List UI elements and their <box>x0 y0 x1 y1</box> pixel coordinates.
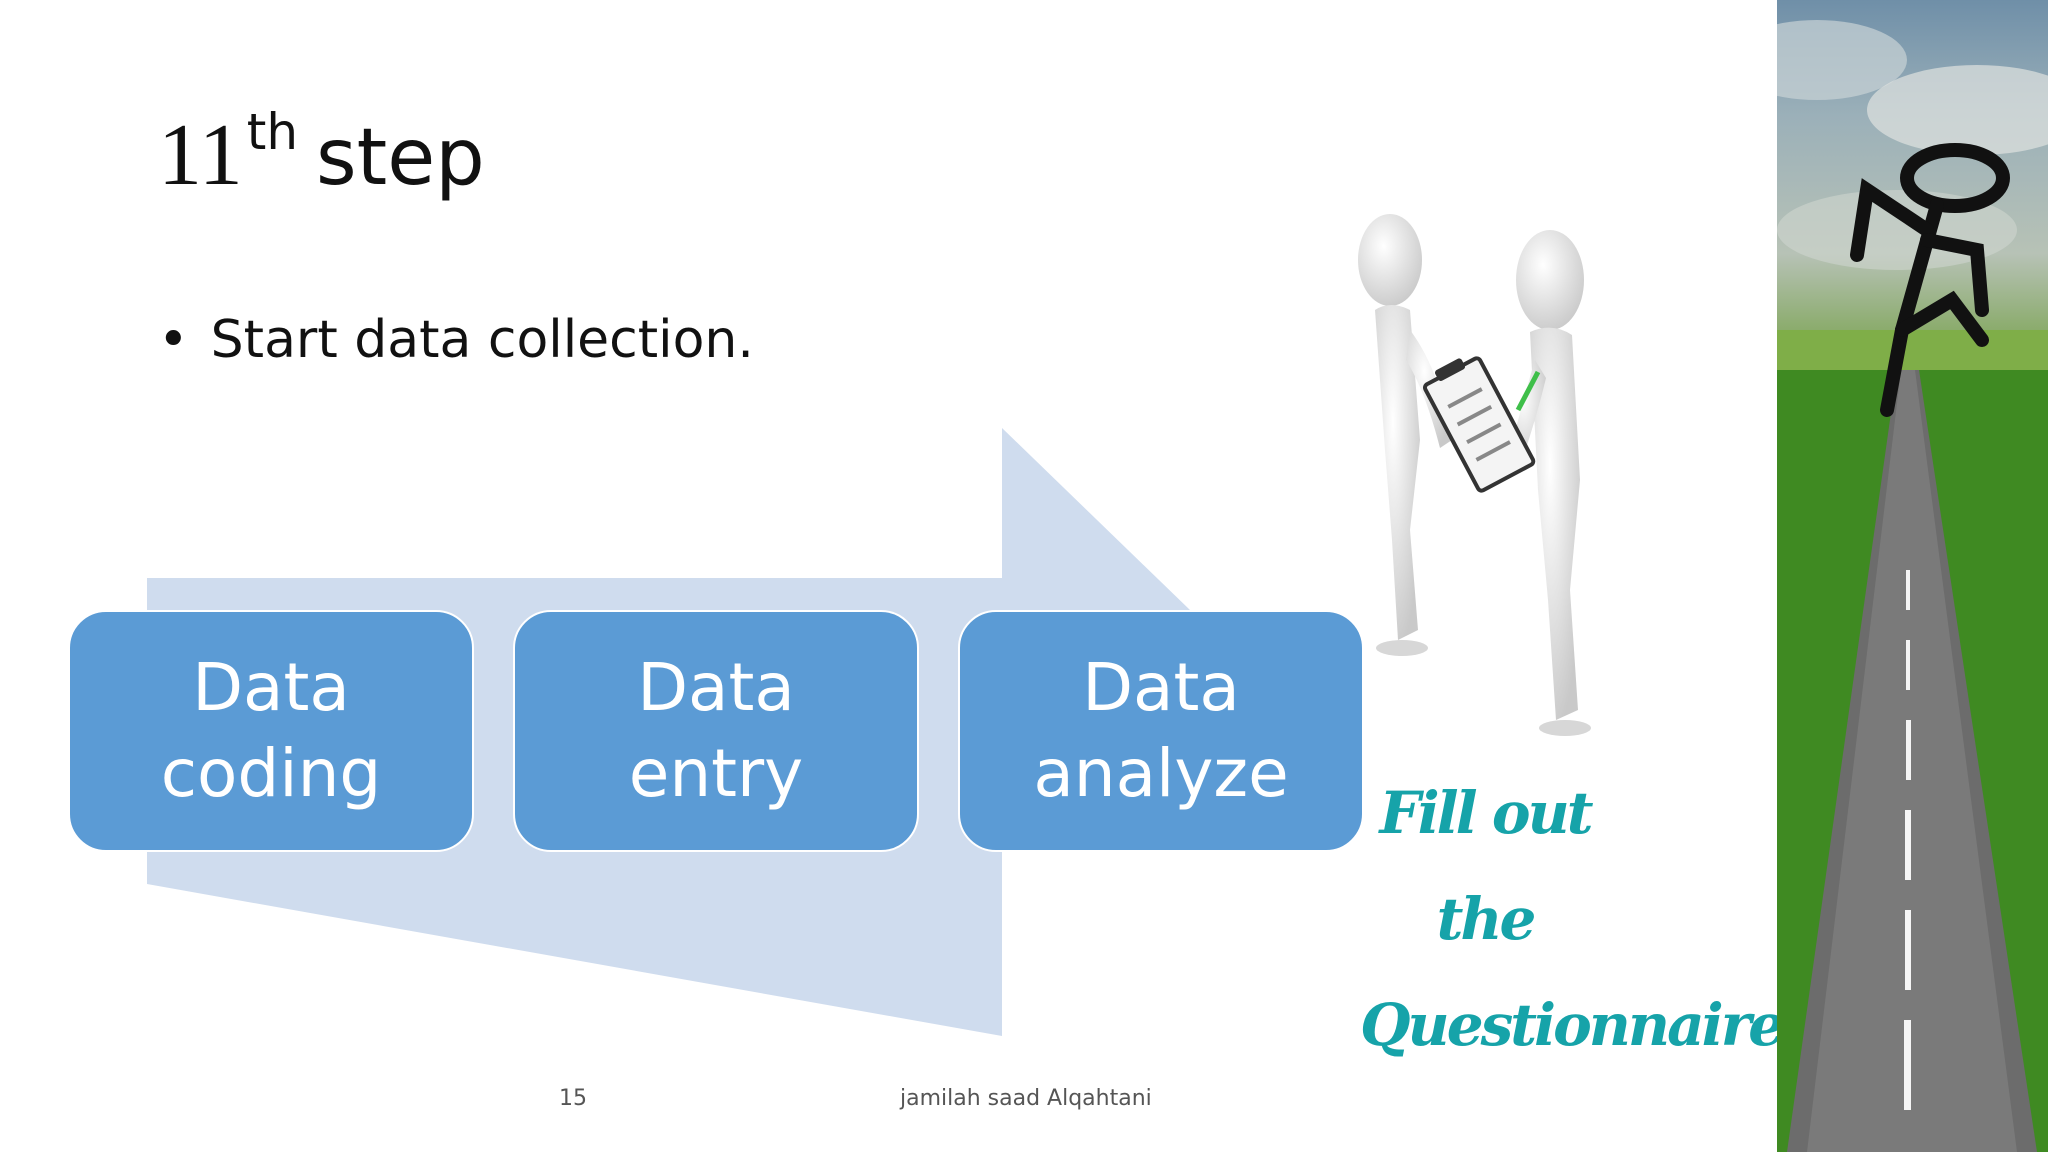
questionnaire-figures-icon <box>1358 214 1591 736</box>
bullet-item: • Start data collection. <box>158 310 754 370</box>
title-number: 11 <box>158 107 243 204</box>
page-number: 15 <box>559 1086 587 1111</box>
bullet-text: Start data collection. <box>210 310 754 370</box>
caption-line1: Fill out the <box>1379 779 1593 953</box>
title-superscript: th <box>246 103 299 161</box>
process-box-line1: Data <box>1082 649 1240 726</box>
process-box-line1: Data <box>192 649 350 726</box>
footer-author: jamilah saad Alqahtani <box>900 1086 1152 1111</box>
caption-line2: Questionnaire <box>1360 991 1785 1059</box>
bullet-dot: • <box>158 310 189 370</box>
title-word: step <box>316 113 485 203</box>
road-photo <box>1777 0 2048 1152</box>
process-box-data-entry: Data entry <box>513 610 919 852</box>
process-box-data-analyze: Data analyze <box>958 610 1364 852</box>
questionnaire-caption: Fill out the Questionnaire <box>1360 760 1785 1078</box>
process-box-line2: entry <box>628 735 804 812</box>
process-box-data-coding: Data coding <box>68 610 474 852</box>
road-landscape-icon <box>1777 20 2048 1152</box>
process-box-line1: Data <box>637 649 795 726</box>
process-box-line2: coding <box>160 735 382 812</box>
process-box-line2: analyze <box>1033 735 1289 812</box>
